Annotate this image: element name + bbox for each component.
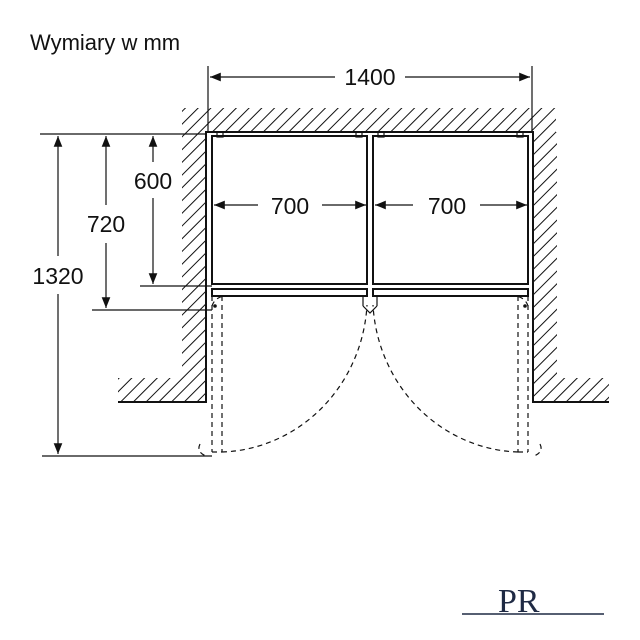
left-tab-1	[216, 131, 224, 138]
left-unit-body	[211, 135, 368, 285]
right-hinge-arc	[513, 295, 529, 307]
right-hinge-dot	[523, 304, 527, 308]
label-1320: 1320	[32, 263, 83, 289]
left-swing-arc	[221, 304, 368, 453]
logo: PR	[462, 583, 604, 620]
left-corner-mark	[198, 443, 207, 457]
niche-interior	[206, 132, 533, 402]
right-wall-hatch	[533, 132, 557, 402]
vertical-extension-lines	[40, 133, 212, 457]
label-700-right: 700	[428, 193, 466, 219]
right-wing-hatch	[533, 378, 609, 402]
dimension-600: 600	[134, 136, 172, 284]
label-1400: 1400	[344, 64, 395, 90]
door-swing	[198, 295, 542, 457]
label-600: 600	[134, 168, 172, 194]
left-wing-hatch	[118, 378, 206, 402]
left-tab-2	[355, 131, 363, 138]
right-corner-mark	[533, 443, 542, 457]
wall-contour	[118, 131, 609, 403]
label-720: 720	[87, 211, 125, 237]
dimension-720: 720	[87, 136, 125, 308]
right-swing-arc	[372, 304, 519, 453]
left-hinge-arc	[211, 295, 227, 307]
dimension-1400: 1400	[207, 64, 533, 132]
center-hinge-tip	[362, 305, 378, 314]
left-wall-hatch	[182, 132, 206, 402]
niche-walls	[118, 108, 609, 403]
top-wall-hatch	[182, 108, 556, 132]
dimension-700-right: 700	[375, 193, 527, 219]
left-hinge-dot	[213, 304, 217, 308]
right-door	[372, 288, 529, 297]
label-700-left: 700	[271, 193, 309, 219]
appliance-bodies	[211, 131, 529, 297]
title: Wymiary w mm	[30, 30, 180, 55]
dimension-700-left: 700	[214, 193, 366, 219]
right-tab-1	[377, 131, 385, 138]
right-unit-body	[372, 135, 529, 285]
dimension-1320: 1320	[32, 136, 84, 454]
right-tab-2	[516, 131, 524, 138]
left-door	[211, 288, 368, 297]
